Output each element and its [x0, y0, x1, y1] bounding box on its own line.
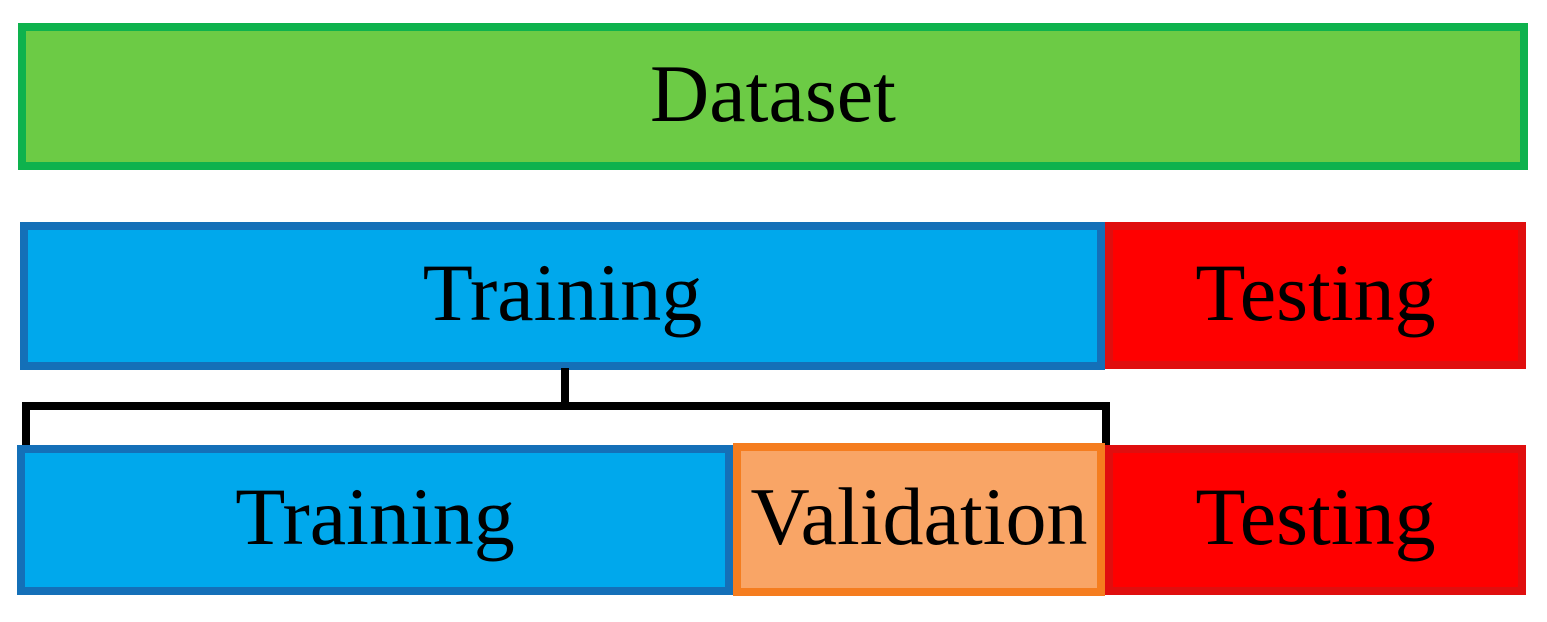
validation-box: Validation	[733, 443, 1105, 596]
sub-testing-label: Testing	[1195, 471, 1436, 562]
validation-label: Validation	[750, 470, 1088, 562]
training-label: Training	[422, 247, 703, 338]
connector-stem	[561, 368, 569, 410]
dataset-box: Dataset	[18, 23, 1528, 170]
training-box: Training	[20, 222, 1105, 370]
testing-box: Testing	[1105, 222, 1526, 369]
connector-right-tick	[1102, 402, 1110, 448]
testing-label: Testing	[1195, 246, 1436, 338]
sub-training-label: Training	[235, 471, 515, 562]
sub-testing-box: Testing	[1105, 445, 1526, 595]
connector-horizontal-line	[22, 402, 1110, 410]
dataset-label: Dataset	[650, 47, 896, 139]
connector-left-tick	[22, 402, 30, 446]
sub-training-box: Training	[17, 445, 733, 595]
